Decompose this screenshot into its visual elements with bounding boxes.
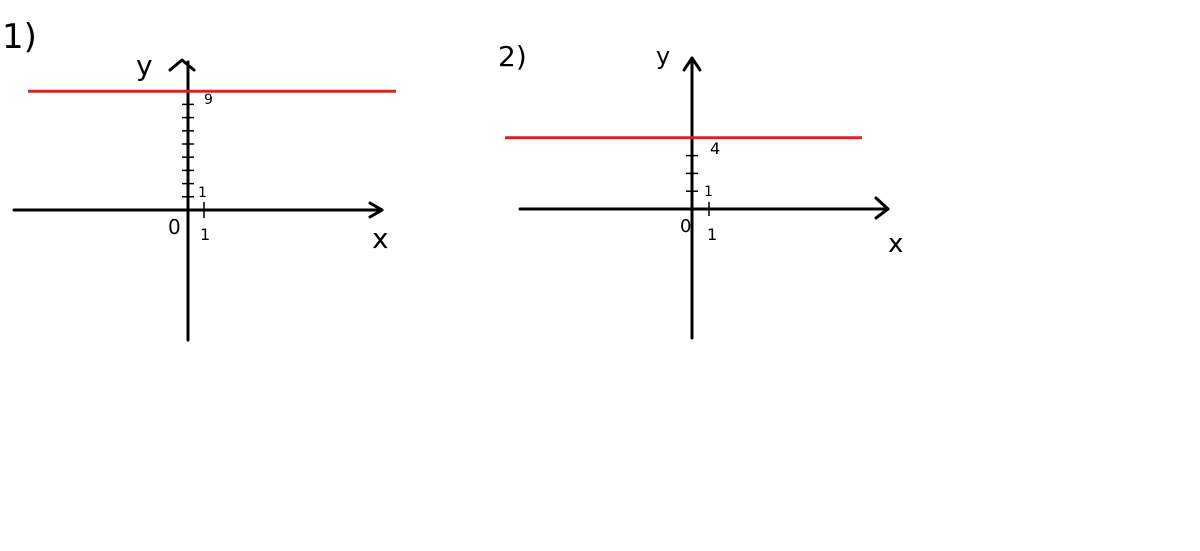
panel-1-y-arrowhead [168, 58, 196, 72]
panel-2-origin-label: 0 [680, 216, 691, 237]
panel-2-x-axis-label: x [888, 229, 903, 259]
panel-2-y-unit-label: 1 [704, 184, 713, 200]
panel-1-x-arrowhead [368, 201, 384, 219]
panel-2-x-unit-label: 1 [707, 225, 717, 244]
panel-1-y-axis-label: y [136, 49, 153, 82]
panel-2-y-arrowhead [682, 56, 702, 72]
panel-2-label: 2) [498, 40, 527, 73]
panel-2-y-marked-label: 4 [710, 139, 720, 158]
panel-2-y-axis-label: y [656, 42, 670, 70]
panel-1-x-unit-label: 1 [200, 225, 210, 244]
panel-2-chart: 2) y x 0 1 1 4 [498, 40, 903, 340]
panel-2-x-arrowhead [874, 196, 890, 220]
panel-1-x-axis-label: x [372, 222, 389, 255]
panel-1-chart: 1) y x 0 1 1 9 [2, 17, 396, 342]
panel-1-y-unit-label: 1 [198, 185, 207, 201]
panel-1-origin-label: 0 [168, 215, 181, 239]
panel-1-y-marked-label: 9 [204, 92, 213, 108]
panel-1-label: 1) [2, 17, 37, 57]
